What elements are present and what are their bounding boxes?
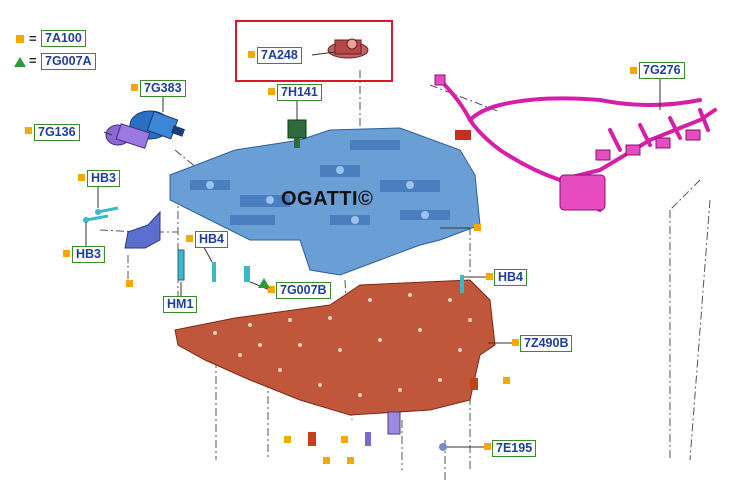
callout-7g136: 7G136 — [34, 124, 80, 141]
leader-lines — [85, 51, 661, 448]
separator-plate — [174, 279, 496, 416]
separator-plate-holes — [213, 293, 472, 397]
callout-hb3-bottom: HB3 — [72, 246, 106, 263]
callout-hb4-right: HB4 — [494, 269, 528, 286]
part-7g136-solenoid — [105, 123, 151, 149]
callout-7g007b: 7G007B — [276, 282, 331, 299]
legend-equals-triangle: = — [29, 53, 37, 68]
callout-7e195: 7E195 — [492, 440, 537, 457]
callout-hb3-top: HB3 — [87, 170, 121, 187]
main-valve-body — [169, 127, 481, 276]
orange-square-icon — [16, 35, 637, 464]
green-triangle-icon — [14, 57, 270, 288]
legend-square-label: 7A100 — [41, 30, 86, 47]
part-7g007b-fitting — [244, 266, 250, 282]
callout-7z490b: 7Z490B — [520, 335, 573, 352]
highlight-frame — [235, 20, 393, 82]
valve-body-highlights — [206, 166, 429, 224]
harness-connectors — [434, 74, 701, 211]
part-lower-solenoid — [387, 411, 401, 435]
part-hb4-bolt-right — [460, 275, 464, 293]
harness-sensor-red — [455, 130, 471, 140]
part-7h141-sensor — [287, 119, 307, 148]
watermark-text: OGATTI© — [281, 188, 374, 210]
legend-triangle-label: 7G007A — [41, 53, 96, 70]
legend-equals-square: = — [29, 31, 37, 46]
part-hm1-rod — [177, 249, 185, 281]
part-7a248-bracket — [327, 38, 369, 59]
part-lower-plug-2 — [365, 432, 371, 446]
callout-7h141: 7H141 — [277, 84, 322, 101]
callout-7g383: 7G383 — [140, 80, 186, 97]
callout-hb4-left: HB4 — [195, 231, 229, 248]
part-7g383-solenoid — [129, 110, 186, 140]
part-hb4-bolt-left — [212, 262, 216, 282]
part-7e195-ball — [439, 443, 447, 451]
part-bracket — [124, 210, 161, 249]
part-lower-plug-3 — [470, 378, 478, 390]
callout-7a248: 7A248 — [257, 47, 302, 64]
callout-hm1: HM1 — [163, 296, 198, 313]
callout-7g276: 7G276 — [639, 62, 685, 79]
part-lower-plug-1 — [308, 432, 316, 446]
part-hb3-bolts — [83, 206, 119, 223]
